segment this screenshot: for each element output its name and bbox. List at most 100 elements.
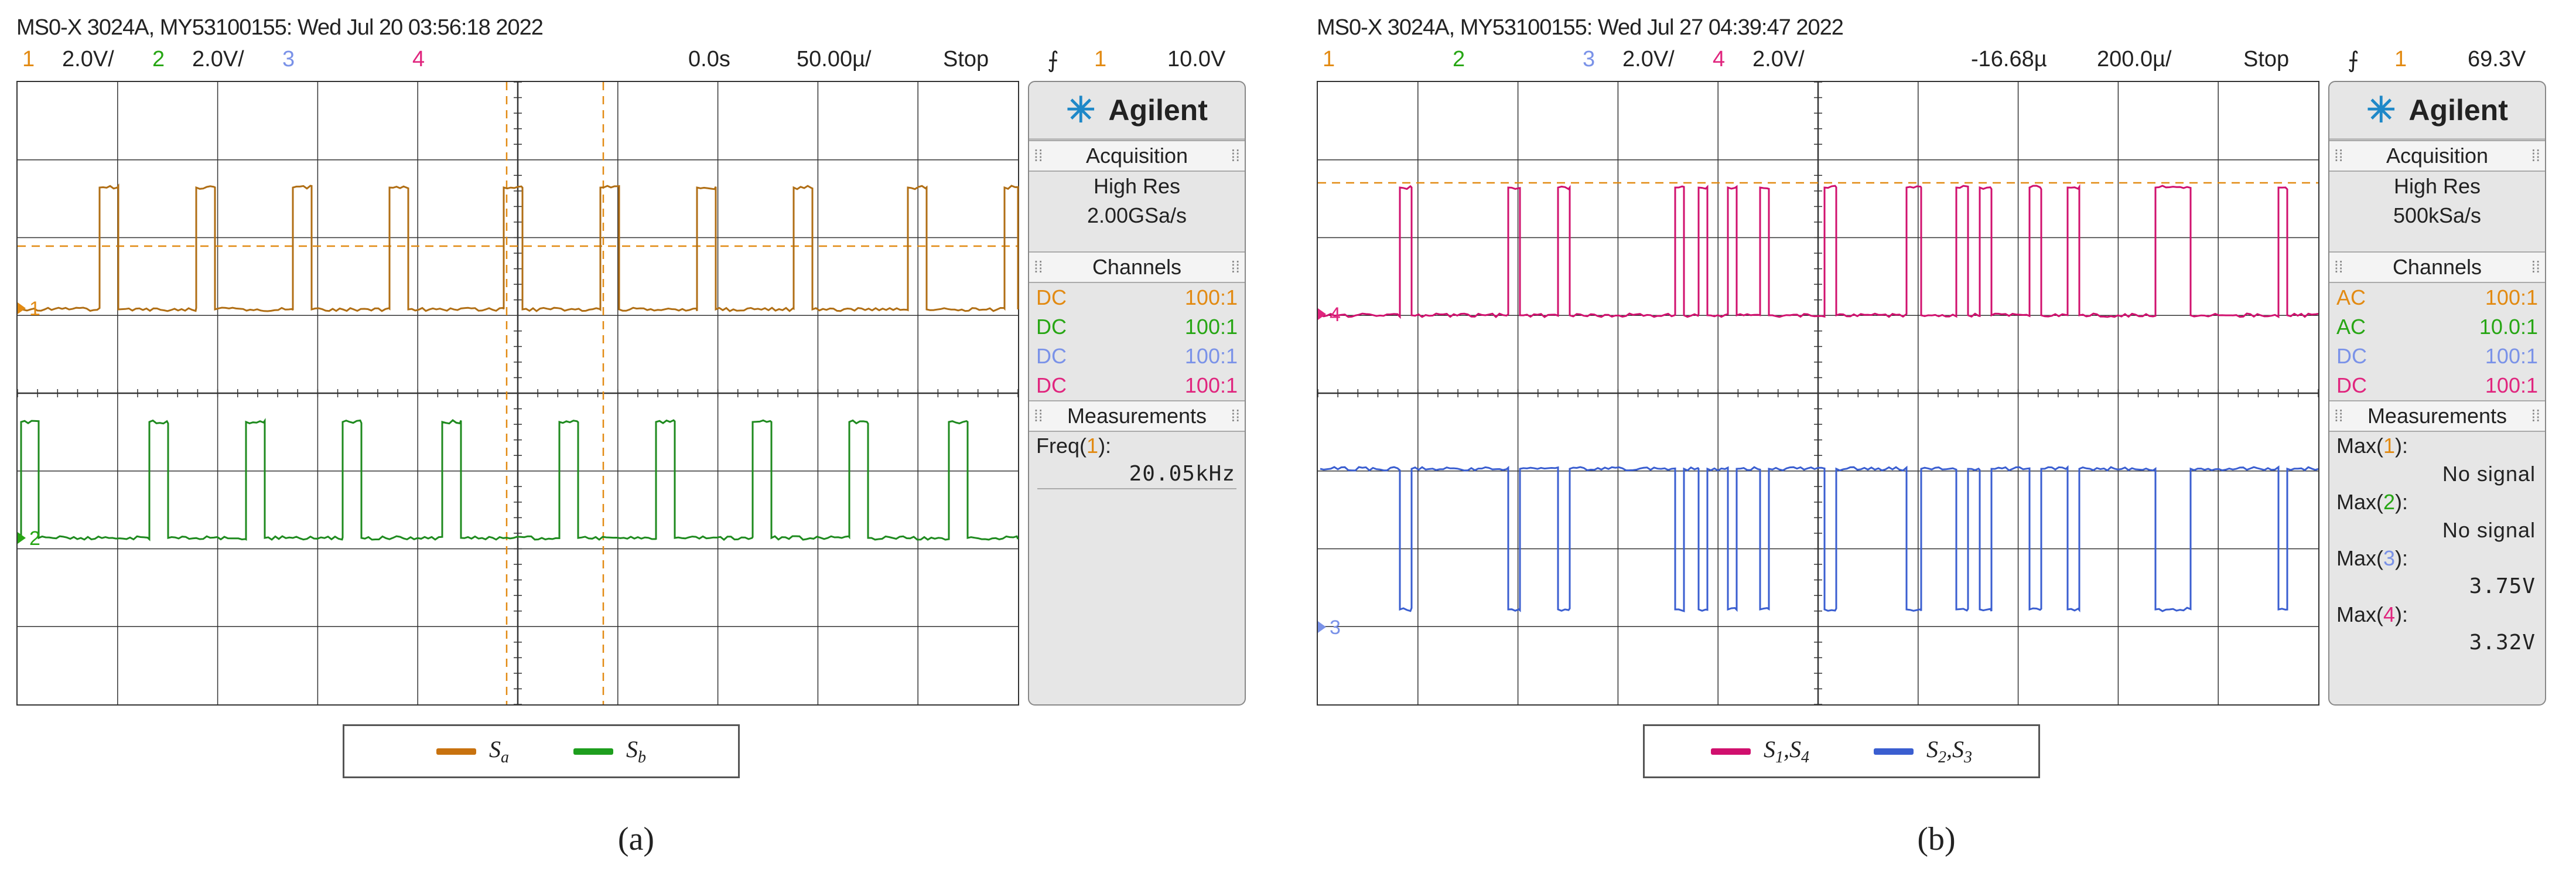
ch3-marker-arrow bbox=[1318, 621, 1326, 633]
timebase-value: 50.00µ/ bbox=[797, 47, 872, 72]
brand-name: Agilent bbox=[1108, 93, 1207, 127]
channel-row-2[interactable]: DC 100:1 bbox=[1029, 312, 1245, 342]
measurements-header[interactable]: Measurements bbox=[2329, 400, 2545, 432]
legend-label: Sa bbox=[489, 735, 509, 767]
trigger-channel: 1 bbox=[2394, 47, 2407, 72]
coupling: DC bbox=[1036, 283, 1067, 312]
waveform-grid-b: 43 bbox=[1318, 82, 2321, 707]
legend-item-sa: Sa bbox=[436, 735, 509, 767]
scope-panel-a: MS0-X 3024A, MY53100155: Wed Jul 20 03:5… bbox=[6, 0, 1289, 879]
measurement-value: 3.75V bbox=[2329, 573, 2545, 601]
ch3-marker: 3 bbox=[1330, 616, 1341, 639]
trigger-channel: 1 bbox=[1094, 47, 1106, 72]
legend-swatch bbox=[573, 748, 613, 755]
measurement-value: 20.05kHz bbox=[1029, 460, 1245, 488]
ch1-number[interactable]: 1 bbox=[1323, 47, 1335, 72]
waveform-display[interactable]: 43 bbox=[1317, 81, 2319, 706]
ch2-marker: 2 bbox=[29, 527, 40, 550]
scope-sidebar: ✳ Agilent Acquisition High Res 500kSa/s … bbox=[2328, 81, 2546, 706]
coupling: DC bbox=[1036, 312, 1067, 342]
brand-name: Agilent bbox=[2408, 93, 2507, 127]
channel-row-1[interactable]: DC 100:1 bbox=[1029, 283, 1245, 312]
coupling: AC bbox=[2336, 283, 2366, 312]
legend-label: S2,S3 bbox=[1926, 735, 1972, 767]
ch2-scale: 2.0V/ bbox=[192, 47, 244, 72]
delay-value: -16.68µ bbox=[1971, 47, 2047, 72]
acquisition-header[interactable]: Acquisition bbox=[2329, 140, 2545, 172]
trigger-edge-icon: ⨍ bbox=[1047, 47, 1059, 73]
trace-s1-s4 bbox=[1320, 186, 2318, 317]
legend-item-s1-s4: S1,S4 bbox=[1711, 735, 1809, 767]
legend-label: S1,S4 bbox=[1764, 735, 1809, 767]
legend: S1,S4 S2,S3 bbox=[1643, 724, 2040, 778]
coupling: DC bbox=[2336, 371, 2367, 400]
channel-row-3[interactable]: DC 100:1 bbox=[1029, 342, 1245, 371]
channel-row-2[interactable]: AC 10.0:1 bbox=[2329, 312, 2545, 342]
run-state[interactable]: Stop bbox=[943, 47, 989, 72]
scope-panel-b: MS0-X 3024A, MY53100155: Wed Jul 27 04:3… bbox=[1306, 0, 2576, 879]
ch1-marker-arrow bbox=[18, 302, 26, 314]
coupling: AC bbox=[2336, 312, 2366, 342]
channels-header[interactable]: Channels bbox=[1029, 251, 1245, 283]
probe-ratio: 100:1 bbox=[1185, 283, 1238, 312]
ch4-marker: 4 bbox=[1330, 304, 1341, 326]
status-bar: 1 2.0V/ 2 2.0V/ 3 4 0.0s 50.00µ/ Stop ⨍ … bbox=[6, 47, 1289, 76]
probe-ratio: 100:1 bbox=[2485, 283, 2538, 312]
probe-ratio: 100:1 bbox=[1185, 342, 1238, 371]
measurement-value: No signal bbox=[2329, 460, 2545, 488]
coupling: DC bbox=[2336, 342, 2367, 371]
ch3-number[interactable]: 3 bbox=[282, 47, 295, 72]
spark-icon: ✳ bbox=[1066, 90, 1095, 131]
channel-row-1[interactable]: AC 100:1 bbox=[2329, 283, 2545, 312]
trigger-level: 10.0V bbox=[1167, 47, 1225, 72]
ch2-number[interactable]: 2 bbox=[1453, 47, 1465, 72]
waveform-display[interactable]: 12 bbox=[16, 81, 1019, 706]
coupling: DC bbox=[1036, 342, 1067, 371]
scope-header: MS0-X 3024A, MY53100155: Wed Jul 20 03:5… bbox=[16, 15, 543, 40]
legend-swatch bbox=[1711, 748, 1751, 755]
channels-header[interactable]: Channels bbox=[2329, 251, 2545, 283]
probe-ratio: 100:1 bbox=[2485, 342, 2538, 371]
panel-caption: (a) bbox=[578, 820, 695, 858]
measurement-value: 3.32V bbox=[2329, 629, 2545, 657]
status-bar: 1 2 3 2.0V/ 4 2.0V/ -16.68µ 200.0µ/ Stop… bbox=[1306, 47, 2576, 76]
probe-ratio: 100:1 bbox=[1185, 312, 1238, 342]
measurement-label: Freq(1): bbox=[1029, 432, 1245, 460]
run-state[interactable]: Stop bbox=[2243, 47, 2289, 72]
acq-mode: High Res bbox=[2329, 172, 2545, 201]
probe-ratio: 10.0:1 bbox=[2479, 312, 2538, 342]
agilent-logo: ✳ Agilent bbox=[2329, 82, 2545, 140]
agilent-logo: ✳ Agilent bbox=[1029, 82, 1245, 140]
channel-row-4[interactable]: DC 100:1 bbox=[2329, 371, 2545, 400]
coupling: DC bbox=[1036, 371, 1067, 400]
delay-value: 0.0s bbox=[688, 47, 730, 72]
measurement-label: Max(1): bbox=[2329, 432, 2545, 460]
measurements-header[interactable]: Measurements bbox=[1029, 400, 1245, 432]
measurement-value: No signal bbox=[2329, 516, 2545, 544]
ch4-marker-arrow bbox=[1318, 308, 1326, 320]
acquisition-header[interactable]: Acquisition bbox=[1029, 140, 1245, 172]
channel-row-3[interactable]: DC 100:1 bbox=[2329, 342, 2545, 371]
legend: Sa Sb bbox=[343, 724, 740, 778]
divider bbox=[1037, 488, 1236, 489]
trace-sa bbox=[20, 186, 1018, 311]
scope-header: MS0-X 3024A, MY53100155: Wed Jul 27 04:3… bbox=[1317, 15, 1843, 40]
trace-sb bbox=[20, 420, 1018, 540]
legend-item-sb: Sb bbox=[573, 735, 646, 767]
ch4-scale: 2.0V/ bbox=[1752, 47, 1805, 72]
scope-sidebar: ✳ Agilent Acquisition High Res 2.00GSa/s… bbox=[1028, 81, 1246, 706]
probe-ratio: 100:1 bbox=[1185, 371, 1238, 400]
ch4-number[interactable]: 4 bbox=[412, 47, 425, 72]
acq-rate: 500kSa/s bbox=[2329, 201, 2545, 230]
legend-swatch bbox=[436, 748, 476, 755]
legend-item-s2-s3: S2,S3 bbox=[1874, 735, 1972, 767]
ch3-scale: 2.0V/ bbox=[1622, 47, 1675, 72]
channel-row-4[interactable]: DC 100:1 bbox=[1029, 371, 1245, 400]
ch3-number[interactable]: 3 bbox=[1583, 47, 1595, 72]
probe-ratio: 100:1 bbox=[2485, 371, 2538, 400]
ch4-number[interactable]: 4 bbox=[1713, 47, 1725, 72]
ch2-number[interactable]: 2 bbox=[152, 47, 165, 72]
ch1-marker: 1 bbox=[29, 298, 40, 320]
acq-rate: 2.00GSa/s bbox=[1029, 201, 1245, 230]
ch1-number[interactable]: 1 bbox=[22, 47, 35, 72]
